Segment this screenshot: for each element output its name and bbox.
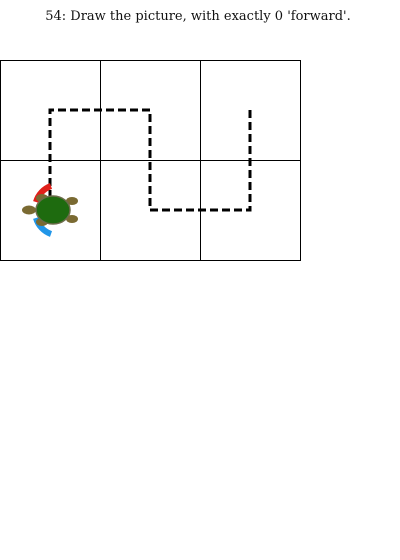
left-turn-arc-icon xyxy=(33,183,53,204)
turtle-shell xyxy=(35,195,71,225)
turtle-head xyxy=(22,205,36,215)
puzzle-title: 54: Draw the picture, with exactly 0 'fo… xyxy=(45,9,351,24)
right-turn-arc-icon xyxy=(33,216,53,237)
turtle xyxy=(22,183,78,237)
turtle-leg xyxy=(66,197,78,205)
turtle-leg xyxy=(66,215,78,223)
